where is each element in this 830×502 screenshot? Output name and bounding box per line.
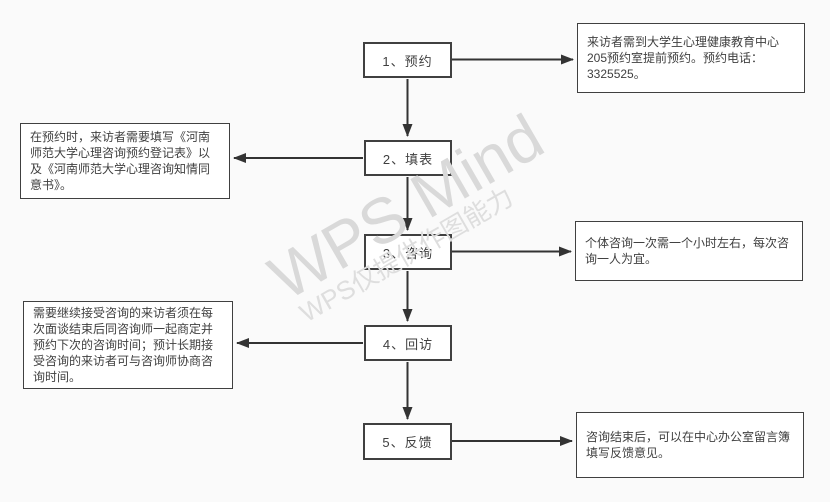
note-text: 来访者需到大学生心理健康教育中心205预约室提前预约。预约电话：3325525。 — [587, 35, 780, 81]
flow-step-feedback[interactable]: 5、反馈 — [363, 423, 452, 460]
note-follow-up-detail[interactable]: 需要继续接受咨询的来访者须在每次面谈结束后同咨询师一起商定并预约下次的咨询时间；… — [23, 301, 233, 389]
note-feedback-detail[interactable]: 咨询结束后，可以在中心办公室留言簿填写反馈意见。 — [576, 412, 804, 478]
note-text: 需要继续接受咨询的来访者须在每次面谈结束后同咨询师一起商定并预约下次的咨询时间；… — [33, 306, 214, 384]
flow-step-fill-form[interactable]: 2、填表 — [364, 140, 452, 176]
note-fill-form-detail[interactable]: 在预约时，来访者需要填写《河南师范大学心理咨询预约登记表》以及《河南师范大学心理… — [20, 123, 230, 199]
note-text: 咨询结束后，可以在中心办公室留言簿填写反馈意见。 — [586, 430, 791, 460]
note-consult-detail[interactable]: 个体咨询一次需一个小时左右，每次咨询一人为宜。 — [575, 221, 803, 281]
note-text: 个体咨询一次需一个小时左右，每次咨询一人为宜。 — [585, 236, 790, 266]
note-appointment-detail[interactable]: 来访者需到大学生心理健康教育中心205预约室提前预约。预约电话：3325525。 — [577, 23, 805, 93]
flow-step-follow-up[interactable]: 4、回访 — [364, 325, 452, 361]
flow-step-appointment[interactable]: 1、预约 — [363, 42, 452, 78]
flow-step-consult[interactable]: 3、咨询 — [364, 234, 452, 270]
note-text: 在预约时，来访者需要填写《河南师范大学心理咨询预约登记表》以及《河南师范大学心理… — [30, 130, 211, 192]
